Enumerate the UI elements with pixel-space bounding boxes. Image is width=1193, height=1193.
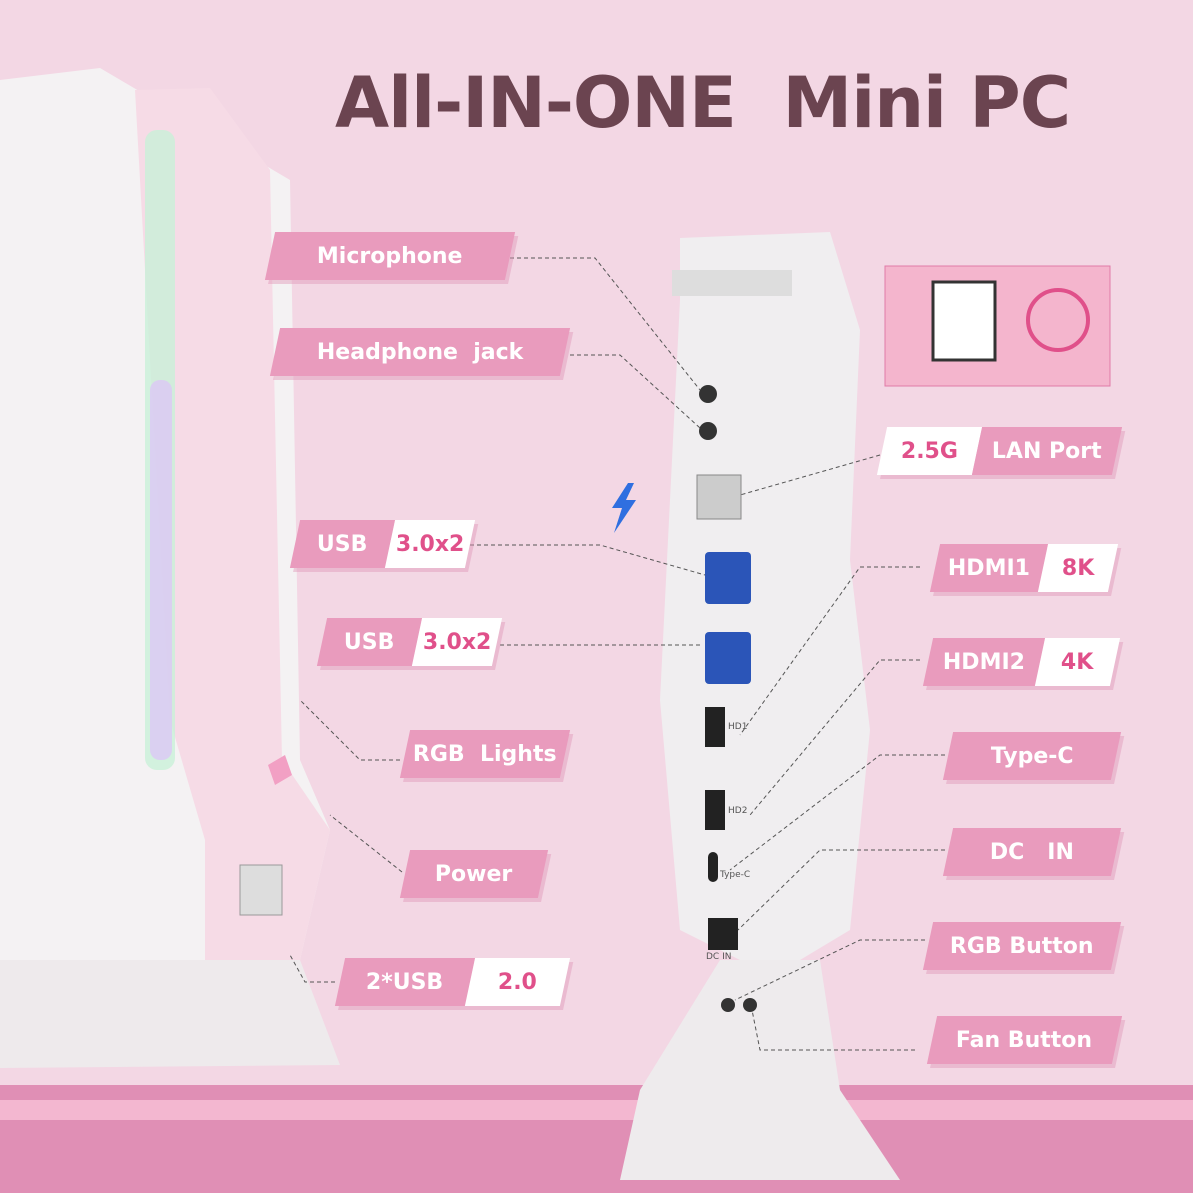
microphone-port: [699, 385, 717, 403]
label-text: 4K: [1061, 649, 1094, 675]
left-pc-stand: [0, 960, 340, 1068]
label-text: 2*USB: [366, 969, 444, 995]
lan-port: [696, 474, 742, 520]
label-text: 8K: [1061, 555, 1095, 581]
label-lan-port: 2.5G LAN Port: [876, 427, 1123, 475]
label-power: Power: [399, 850, 549, 898]
label-rgb-button: RGB Button: [922, 922, 1122, 970]
label-dc-in: DC IN: [942, 828, 1122, 876]
dc-in-port: [708, 918, 738, 950]
label-usb-2: 2*USB 2.0: [334, 958, 571, 1006]
label-hdmi2: HDMI2 4K: [922, 638, 1121, 686]
label-fan-button: Fan Button: [926, 1016, 1123, 1064]
power-button: [268, 755, 292, 785]
label-text: USB: [317, 531, 368, 557]
typec-port: [708, 852, 718, 882]
label-text: Power: [435, 861, 513, 887]
right-pc-body: [660, 232, 870, 960]
label-hdmi1: HDMI1 8K: [929, 544, 1119, 592]
usb-3-ports-1: [705, 552, 751, 604]
label-microphone: Microphone: [264, 232, 516, 280]
label-text: USB: [344, 629, 395, 655]
label-text: HDMI1: [947, 555, 1031, 581]
label-text: 3.0x2: [395, 531, 465, 557]
right-pc-stand: [620, 960, 900, 1180]
label-text: LAN Port: [992, 438, 1102, 464]
label-text: 3.0x2: [422, 629, 492, 655]
headphone-port: [699, 422, 717, 440]
label-type-c: Type-C: [942, 732, 1122, 780]
port-mark-dc: DC IN: [706, 952, 732, 962]
label-text: DC IN: [990, 839, 1074, 865]
mesh-panel: [135, 88, 330, 960]
label-text: Fan Button: [956, 1027, 1093, 1053]
usb-2-ports: [239, 864, 283, 916]
label-headphone-jack: Headphone jack: [269, 328, 571, 376]
hdmi2-port: [705, 790, 725, 830]
label-text: HDMI2: [942, 649, 1026, 675]
usb-3-ports-2: [705, 632, 751, 684]
lightning-icon: [612, 483, 636, 533]
label-text: Microphone: [317, 243, 463, 269]
port-mark-hd1: HD1: [728, 722, 748, 732]
label-usb-3-1: USB 3.0x2: [289, 520, 476, 568]
label-text: 2.0: [498, 969, 537, 995]
label-usb-3-2: USB 3.0x2: [316, 618, 503, 666]
label-text: Type-C: [990, 743, 1074, 769]
rgb-button: [721, 998, 735, 1012]
label-text: 2.5G: [900, 438, 959, 464]
connector-lines: [289, 257, 945, 1051]
lightning-circle-icon: [1026, 288, 1090, 352]
label-text: RGB Button: [950, 933, 1094, 959]
top-vent: [672, 270, 792, 296]
label-text: RGB Lights: [413, 741, 557, 767]
page-title: All-IN-ONE Mini PC: [335, 62, 1071, 144]
hdmi1-port: [705, 707, 725, 747]
fan-button: [743, 998, 757, 1012]
label-rgb-lights: RGB Lights: [399, 730, 571, 778]
port-mark-hd2: HD2: [728, 806, 748, 816]
lan-inset: [884, 265, 1111, 387]
port-mark-typec: Type-C: [720, 870, 751, 880]
label-text: Headphone jack: [316, 339, 524, 365]
